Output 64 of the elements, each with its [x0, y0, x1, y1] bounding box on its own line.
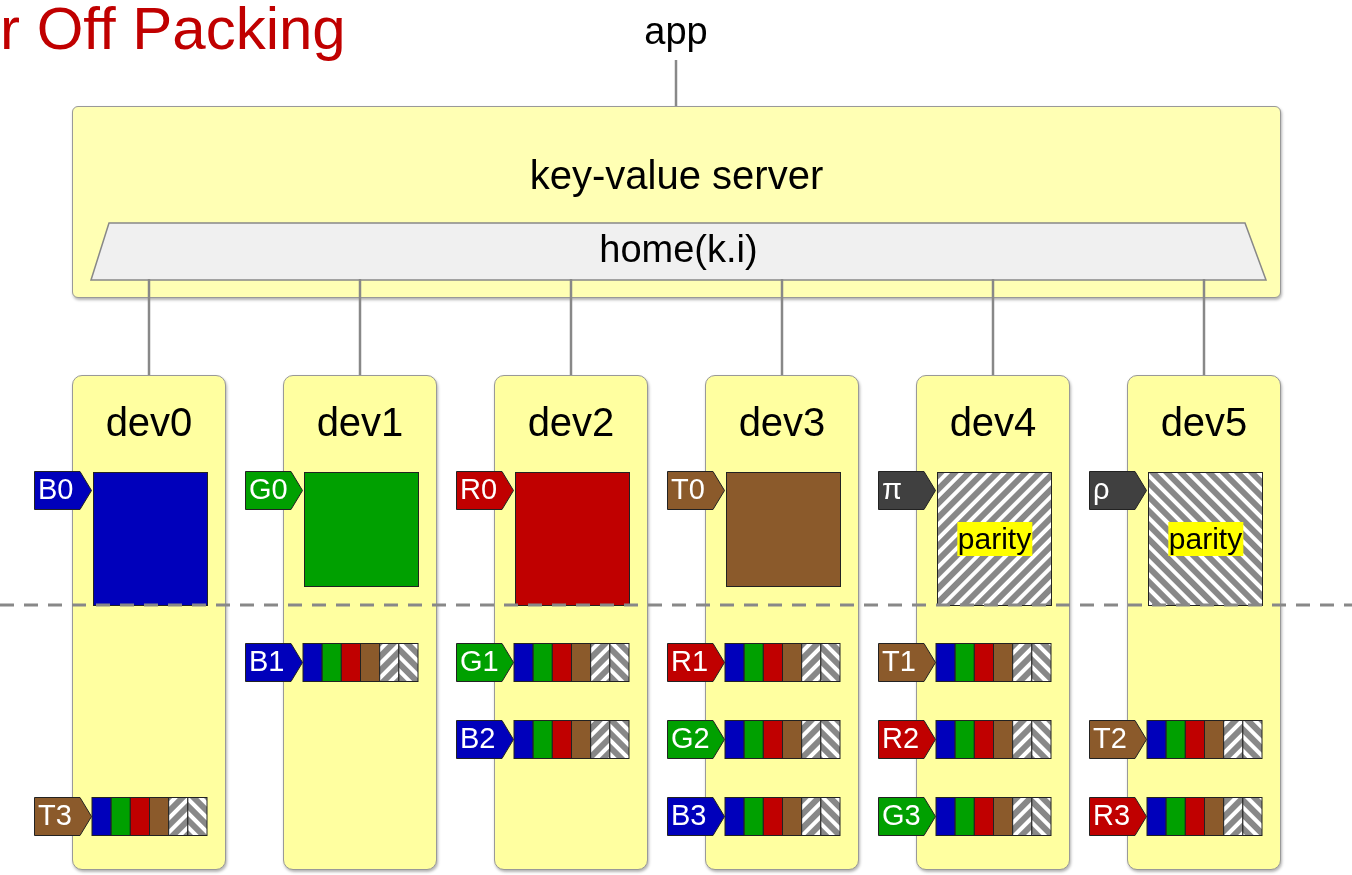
- connector-line: [569, 279, 573, 375]
- server-label: key-value server: [528, 153, 825, 198]
- connector-line: [991, 279, 995, 375]
- tag-text: T3: [38, 799, 72, 832]
- tag-text: B1: [249, 645, 285, 678]
- connector-line: [674, 60, 678, 106]
- tag-marker: [878, 471, 936, 510]
- tag-marker: [456, 471, 514, 510]
- tag-marker: [878, 797, 936, 836]
- tag-marker: [34, 471, 92, 510]
- tag-marker: [245, 643, 303, 682]
- device-label: dev1: [315, 400, 405, 445]
- tag-marker: [1089, 797, 1147, 836]
- tag-marker: [667, 471, 725, 510]
- tag-text: R1: [671, 645, 709, 678]
- tag-text: B2: [460, 722, 496, 755]
- parity-block: [937, 472, 1052, 606]
- tag-marker: [456, 643, 514, 682]
- data-block: [726, 472, 841, 587]
- tag-text: B0: [38, 473, 74, 506]
- tag-marker: [667, 720, 725, 759]
- tag-text: G3: [882, 799, 921, 832]
- connector-line: [780, 279, 784, 375]
- tag-text: T0: [671, 473, 705, 506]
- device-label: dev5: [1159, 400, 1249, 445]
- device-label: dev2: [526, 400, 616, 445]
- connector-line: [147, 279, 151, 375]
- tag-text: G1: [460, 645, 499, 678]
- tag-text: R2: [882, 722, 920, 755]
- tag-text: π: [882, 473, 902, 506]
- tag-marker: [1089, 720, 1147, 759]
- tag-marker: [878, 720, 936, 759]
- tag-marker: [667, 643, 725, 682]
- tag-text: R3: [1093, 799, 1131, 832]
- tag-text: G0: [249, 473, 288, 506]
- title: r Off Packing: [0, 0, 346, 63]
- hash-function-trapezoid: [91, 223, 1266, 280]
- block-label: parity: [1167, 522, 1244, 556]
- tag-marker: [245, 471, 303, 510]
- tag-text: T1: [882, 645, 916, 678]
- server-panel: [72, 106, 1281, 298]
- device-label: dev3: [737, 400, 827, 445]
- tag-marker: [667, 797, 725, 836]
- connector-line: [358, 279, 362, 375]
- device-label: dev4: [948, 400, 1038, 445]
- tag-text: G2: [671, 722, 710, 755]
- data-block: [93, 472, 208, 606]
- tag-text: R0: [460, 473, 498, 506]
- tag-marker: [456, 720, 514, 759]
- tag-marker: [34, 797, 92, 836]
- tag-marker: [1089, 471, 1147, 510]
- tag-text: B3: [671, 799, 707, 832]
- block-label: parity: [956, 522, 1033, 556]
- parity-block: [1148, 472, 1263, 606]
- app-label: app: [600, 2, 752, 60]
- data-block: [304, 472, 419, 587]
- tag-text: ρ: [1093, 473, 1110, 506]
- tag-text: T2: [1093, 722, 1127, 755]
- device-panel: [72, 375, 226, 870]
- connector-line: [1202, 279, 1206, 375]
- tag-marker: [878, 643, 936, 682]
- device-label: dev0: [104, 400, 194, 445]
- function-label: home(k.i): [598, 228, 759, 271]
- data-block: [515, 472, 630, 606]
